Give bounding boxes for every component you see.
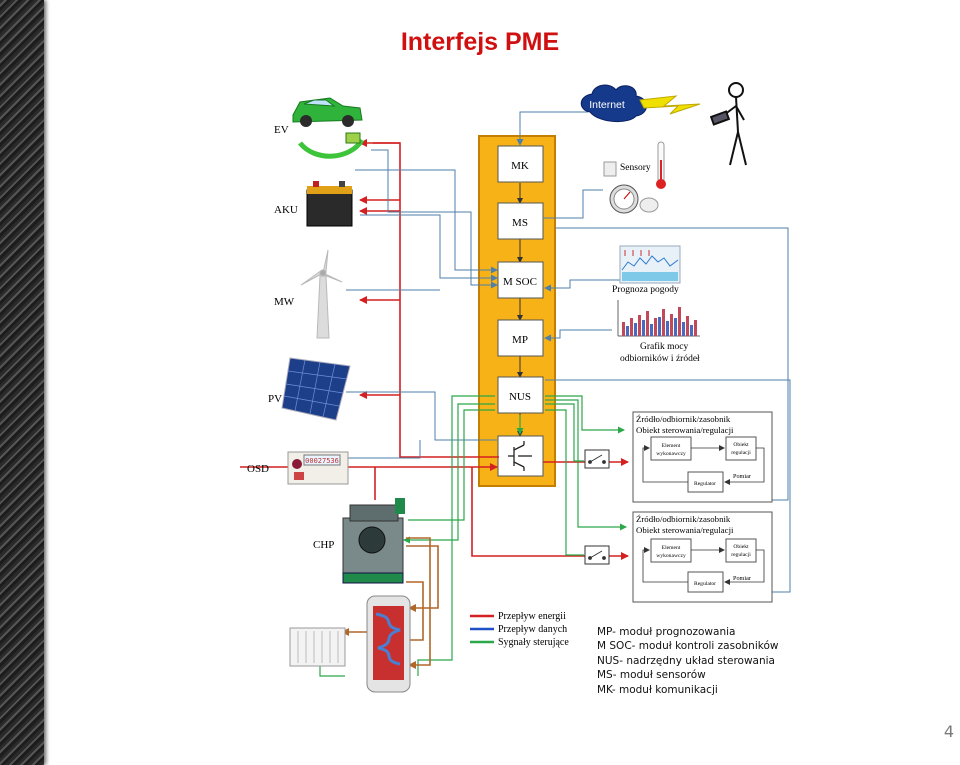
pv-label: PV [268,393,282,405]
mw-label: MW [274,296,295,308]
legend: Przepływ energii Przepływ danych Sygnały… [470,611,569,648]
control-object-2-header-1: Źródło/odbiornik/zasobnik [636,514,731,524]
control-object-2-obiekt-1: Obiekt [733,544,749,550]
control-object-1-regulator: Regulator [694,481,716,487]
chp-unit-icon [342,498,405,584]
module-mk [497,145,544,183]
control-object-1-element-1: Element [662,443,681,449]
control-object-1-header-1: Źródło/odbiornik/zasobnik [636,414,731,424]
legend-data-label: Przepływ danych [498,624,567,635]
control-object-1-element-2: wykonawczy [656,451,686,457]
internet-label: Internet [589,99,625,111]
sensors-icon [603,141,666,214]
weather-forecast-thumbnail [619,245,681,284]
control-object-1-pomiar: Pomiar [733,473,751,480]
control-object-2: Źródło/odbiornik/zasobnik Obiekt sterowa… [632,511,773,603]
module-nus [497,376,544,414]
electric-car-icon [292,97,365,159]
module-mp-label: MP [512,334,528,346]
radiator-icon [289,627,346,667]
aku-label: AKU [274,204,298,216]
control-object-2-element-2: wykonawczy [656,553,686,559]
power-switch-block [497,435,544,477]
abbreviation-msoc: M SOC- moduł kontroli zasobników [597,640,779,653]
module-mk-label: MK [511,160,529,172]
power-schedule-thumbnail [617,300,700,337]
control-object-1: Źródło/odbiornik/zasobnik Obiekt sterowa… [632,411,773,503]
ev-label: EV [274,124,289,136]
abbreviation-list: MP- moduł prognozowania M SOC- moduł kon… [597,625,778,697]
pme-bus [478,135,556,487]
control-object-2-regulator: Regulator [694,581,716,587]
sensors-label: Sensory [620,163,651,173]
abbreviation-mk: MK- moduł komunikacji [597,683,718,696]
internet-cloud-icon: Internet [580,84,647,122]
weather-forecast-label: Prognoza pogody [612,285,679,295]
legend-control-label: Sygnały sterujące [498,637,569,648]
page-number: 4 [943,722,954,741]
lightning-icon [639,95,701,115]
control-object-1-header-2: Obiekt sterowania/regulacji [636,425,734,435]
control-object-2-pomiar: Pomiar [733,575,751,582]
module-msoc-label: M SOC [503,276,537,288]
meter-display: 00027536 [305,457,339,465]
battery-icon [306,181,353,227]
legend-energy-label: Przepływ energii [498,611,566,622]
slide-title: Interfejs PME [400,28,560,56]
transistor-icon [508,441,532,471]
decorative-side-bar [0,0,44,765]
switch-1 [584,449,610,469]
osd-label: OSD [247,463,269,475]
chp-label: CHP [313,539,334,551]
abbreviation-nus: NUS- nadrzędny układ sterowania [597,654,775,667]
heat-storage-tank-icon [366,595,411,693]
control-object-2-header-2: Obiekt sterowania/regulacji [636,525,734,535]
control-object-1-obiekt-1: Obiekt [733,442,749,448]
module-ms [497,202,544,240]
switch-2 [584,545,610,565]
abbreviation-mp: MP- moduł prognozowania [597,626,736,638]
power-schedule-label-2: odbiorników i źródeł [620,354,700,364]
control-object-1-obiekt-2: regulacji [731,450,751,456]
control-object-2-obiekt-2: regulacji [731,552,751,558]
solar-panel-icon [281,357,351,421]
module-msoc [497,261,544,299]
module-ms-label: MS [512,217,528,229]
power-schedule-label-1: Grafik mocy [640,341,689,352]
module-mp [497,319,544,357]
control-object-2-element-1: Element [662,545,681,551]
abbreviation-ms: MS- moduł sensorów [597,669,706,682]
person-with-tablet-icon [709,82,747,166]
module-nus-label: NUS [509,391,531,403]
wind-turbine-icon [300,249,343,339]
energy-meter-icon: 00027536 [287,451,349,485]
